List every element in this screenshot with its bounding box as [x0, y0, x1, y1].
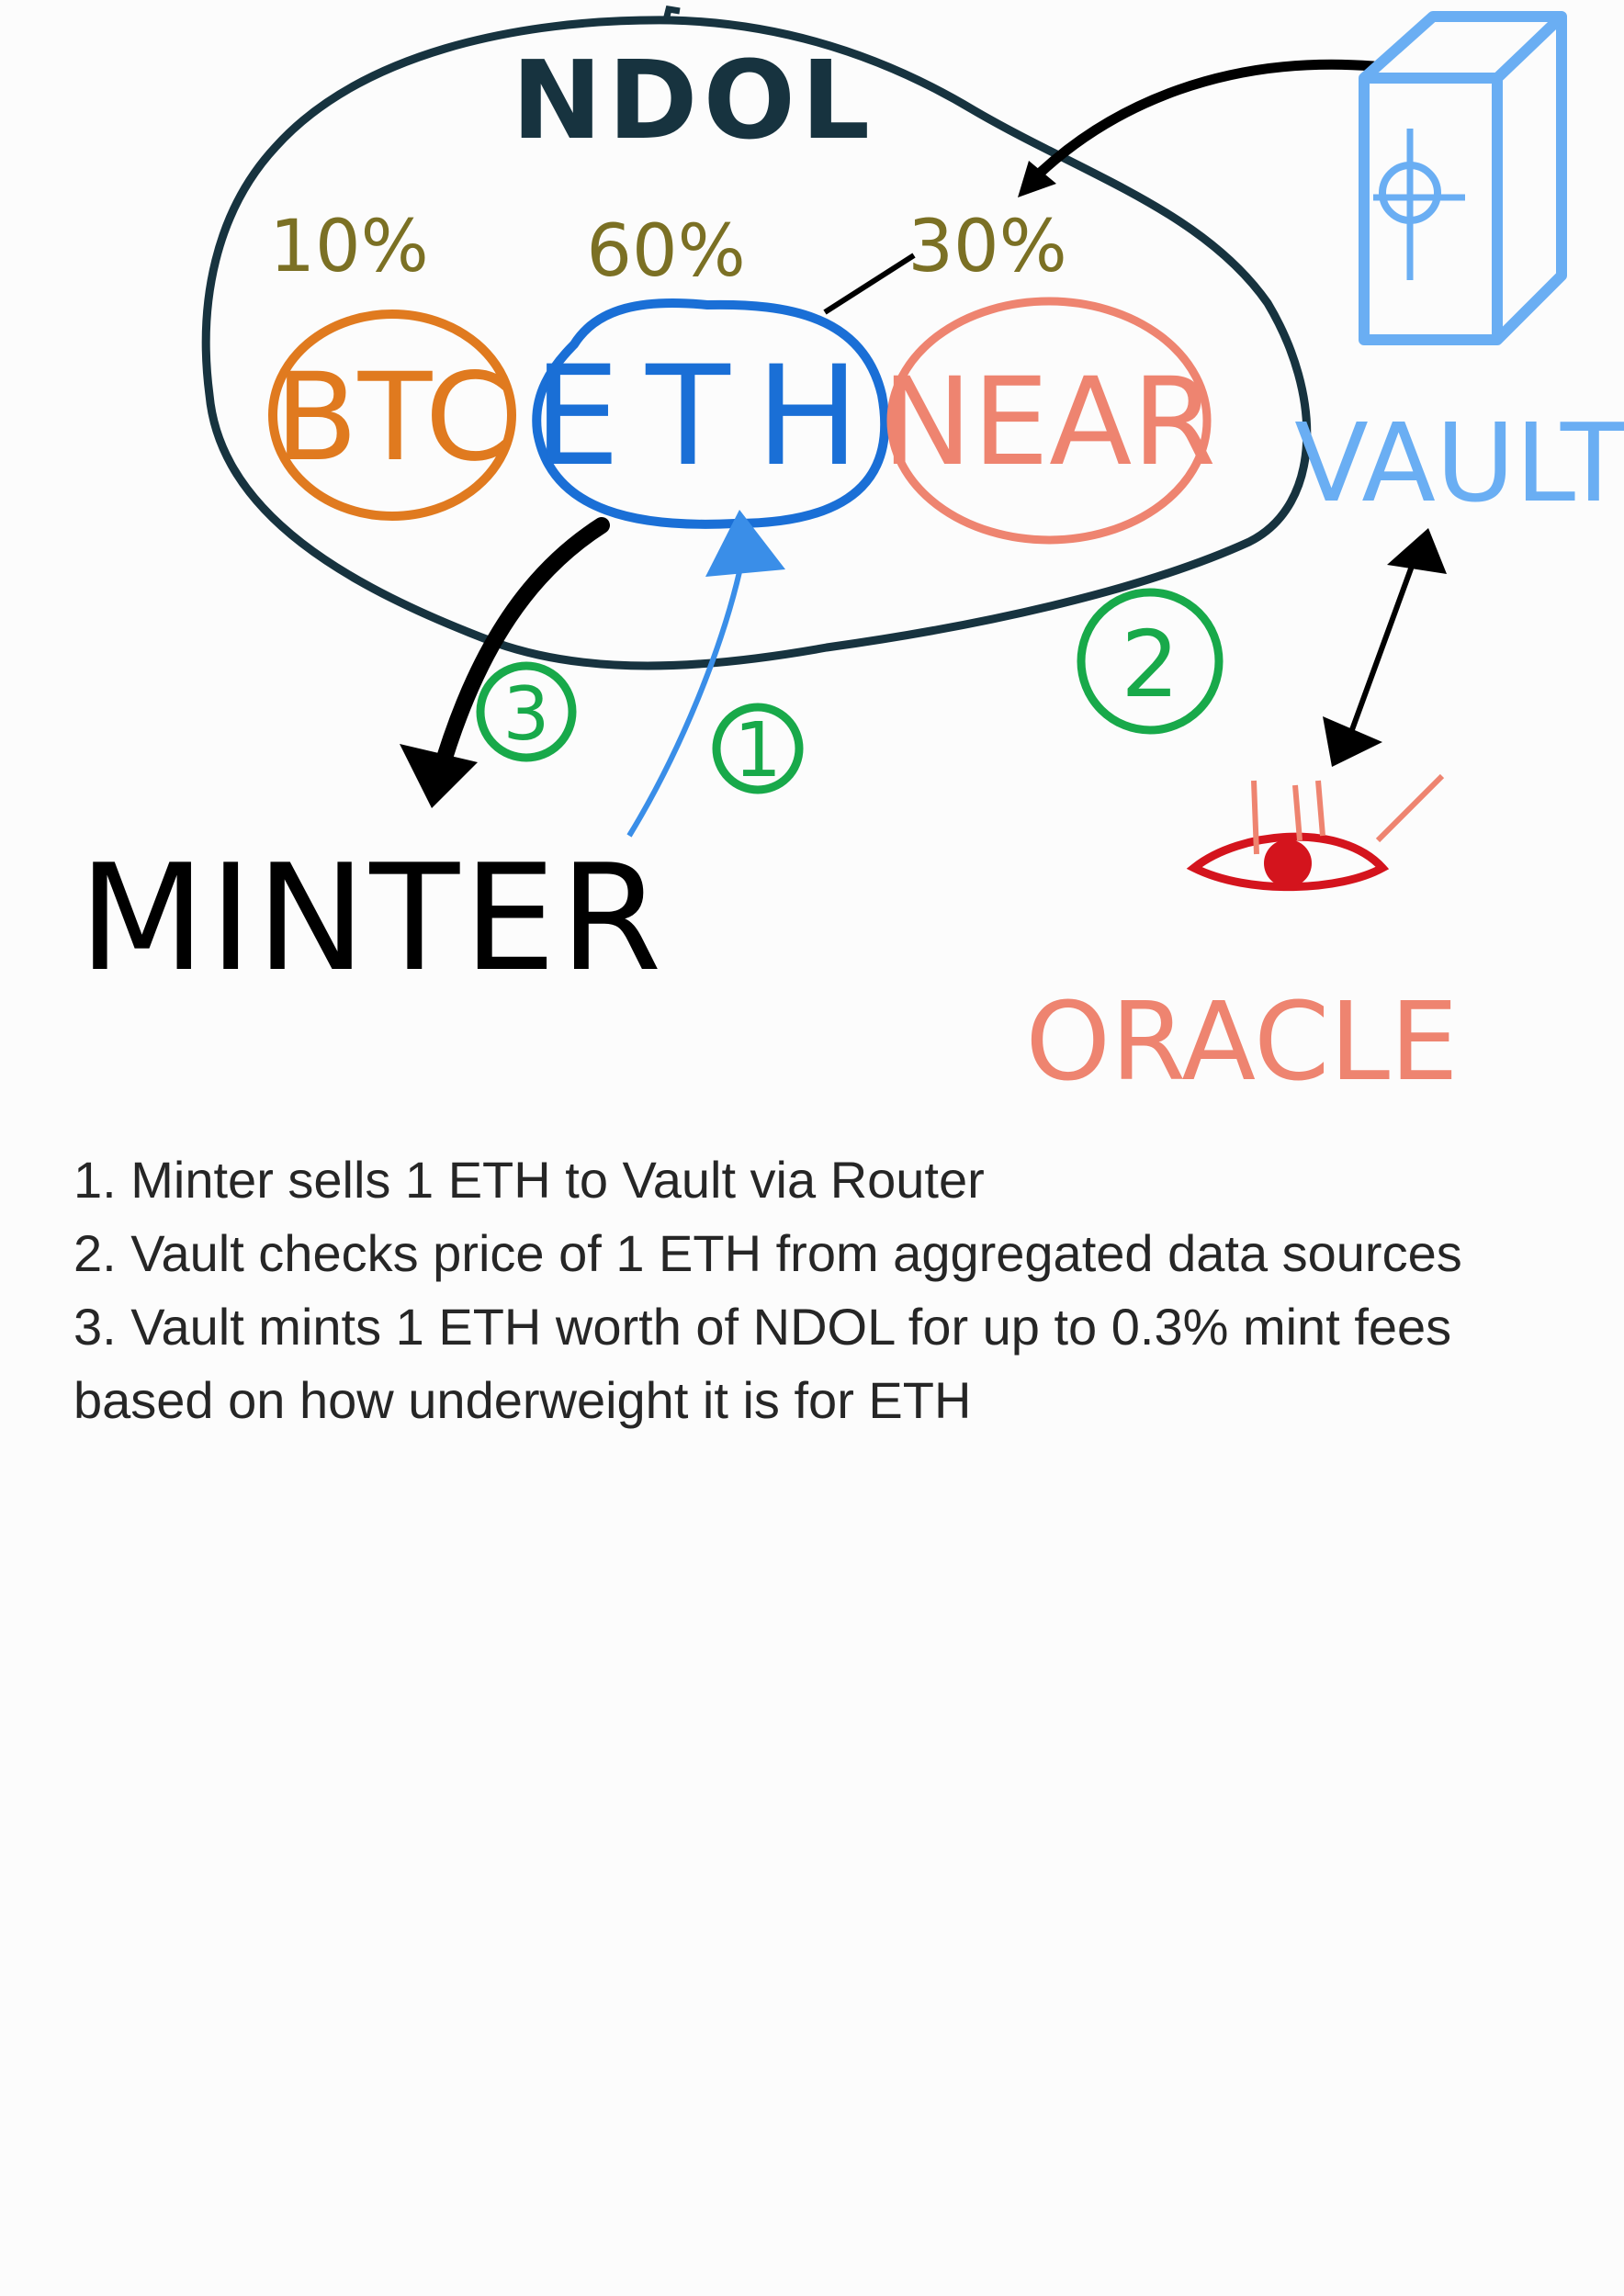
mint-arrow — [431, 517, 610, 784]
architecture-diagram: NDOL 10% 60% 30% BTC ETH NEAR VAULT ORAC… — [79, 6, 1624, 1102]
weight-eth: 60% — [586, 210, 745, 293]
mint-arrowhead — [400, 744, 478, 808]
vault-to-pool-arrowhead — [1018, 161, 1056, 197]
minter-label: MINTER — [79, 832, 666, 1004]
step-2-text: 2. Vault checks price of 1 ETH from aggr… — [73, 1224, 1462, 1282]
step-badge-2-circle — [1077, 588, 1224, 735]
step-3-text: 3. Vault mints 1 ETH worth of NDOL for u… — [73, 1298, 1452, 1356]
vault-safe-icon — [1359, 11, 1567, 345]
vault-to-pool-arrow — [1023, 59, 1379, 189]
step-badge-3-circle — [476, 661, 577, 762]
vault-oracle-connector — [1348, 549, 1420, 737]
weight-btc: 10% — [269, 206, 428, 288]
sell-arrowhead — [705, 510, 785, 577]
steps-list: 1. Minter sells 1 ETH to Vault via Route… — [73, 1143, 1580, 1437]
pool-title: NDOL — [512, 37, 875, 163]
btc-label: BTC — [275, 347, 510, 489]
step-3-continued-text: based on how underweight it is for ETH — [73, 1371, 972, 1429]
step-badge-3: 3 — [503, 671, 550, 757]
vault-oracle-arrowhead-top — [1387, 528, 1447, 574]
near-label: NEAR — [882, 352, 1216, 493]
ndol-pool-outline — [201, 16, 1312, 670]
btc-bubble — [268, 310, 516, 521]
eth-label: ETH — [533, 337, 885, 497]
vault-label: VAULT — [1294, 400, 1624, 526]
sell-arrow — [626, 550, 747, 838]
oracle-label: ORACLE — [1025, 978, 1458, 1102]
near-bubble — [886, 297, 1212, 545]
step-1-text: 1. Minter sells 1 ETH to Vault via Route… — [73, 1151, 985, 1209]
weight-near: 30% — [908, 206, 1066, 288]
vault-oracle-arrowhead-bottom — [1323, 716, 1382, 767]
step-badge-2: 2 — [1121, 611, 1179, 718]
step-badge-1: 1 — [734, 707, 782, 794]
step-badge-1-circle — [712, 703, 804, 794]
near-weight-connector — [823, 253, 916, 315]
eth-bubble — [532, 298, 890, 529]
oracle-eye-icon — [1186, 773, 1445, 892]
ndol-pool-tab — [662, 6, 681, 21]
